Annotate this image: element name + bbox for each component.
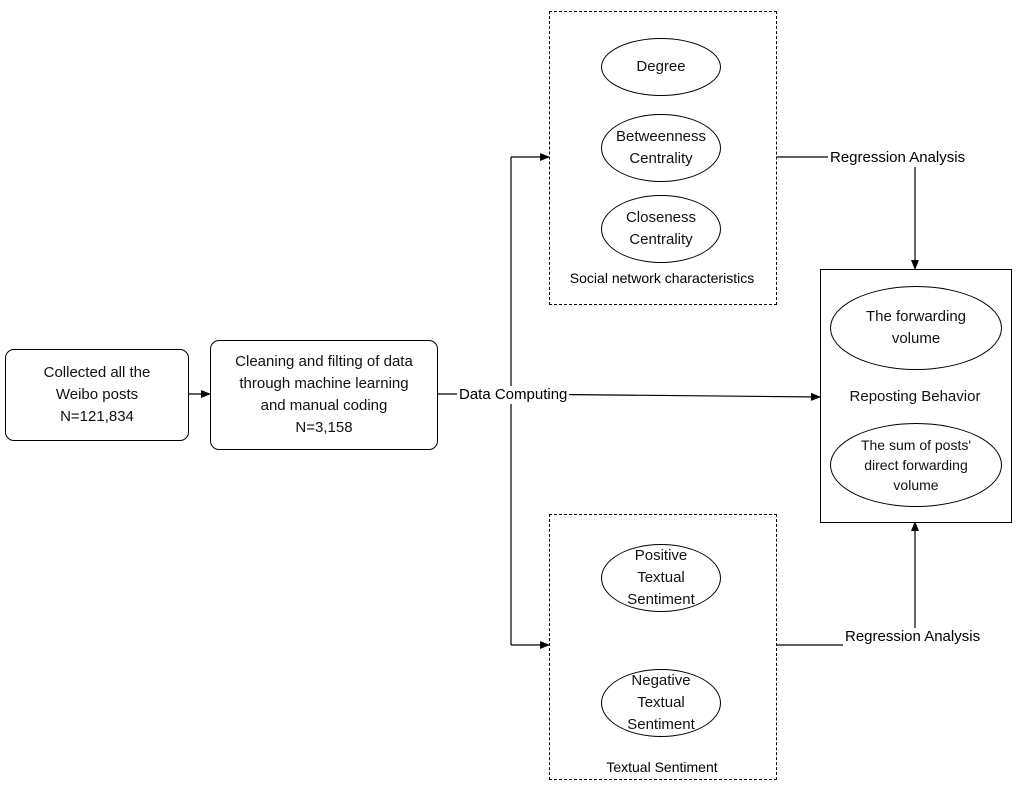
degree-label: Degree	[636, 58, 686, 75]
collected-posts-label: Collected all the Weibo posts N=121,834	[43, 364, 151, 425]
regression-analysis-bottom-label: Regression Analysis	[843, 628, 983, 646]
degree-node: Degree	[601, 38, 721, 96]
textual-sentiment-group	[549, 514, 777, 780]
regression-analysis-top-label: Regression Analysis	[828, 149, 968, 167]
collected-posts-node: Collected all the Weibo posts N=121,834	[5, 349, 189, 441]
reposting-behavior-label: Reposting Behavior	[849, 388, 981, 405]
cleaning-label: Cleaning and filting of data through mac…	[235, 353, 413, 436]
positive-sentiment-node: Positive Textual Sentiment	[601, 544, 721, 612]
social-network-caption: Social network characteristics	[569, 270, 755, 286]
cleaning-node: Cleaning and filting of data through mac…	[210, 340, 438, 450]
betweenness-label: Betweenness Centrality	[615, 128, 707, 167]
closeness-label: Closeness Centrality	[625, 209, 697, 248]
positive-sentiment-label: Positive Textual Sentiment	[627, 547, 695, 608]
closeness-node: Closeness Centrality	[601, 195, 721, 263]
forwarding-volume-node: The forwarding volume	[830, 286, 1002, 370]
sum-forwarding-label: The sum of posts' direct forwarding volu…	[860, 437, 972, 493]
data-computing-label: Data Computing	[457, 386, 570, 404]
textual-sentiment-caption: Textual Sentiment	[606, 759, 718, 775]
negative-sentiment-node: Negative Textual Sentiment	[601, 669, 721, 737]
forwarding-volume-label: The forwarding volume	[865, 308, 967, 347]
social-network-group	[549, 11, 777, 305]
betweenness-node: Betweenness Centrality	[601, 114, 721, 182]
sum-forwarding-node: The sum of posts' direct forwarding volu…	[830, 423, 1002, 507]
negative-sentiment-label: Negative Textual Sentiment	[627, 672, 695, 733]
